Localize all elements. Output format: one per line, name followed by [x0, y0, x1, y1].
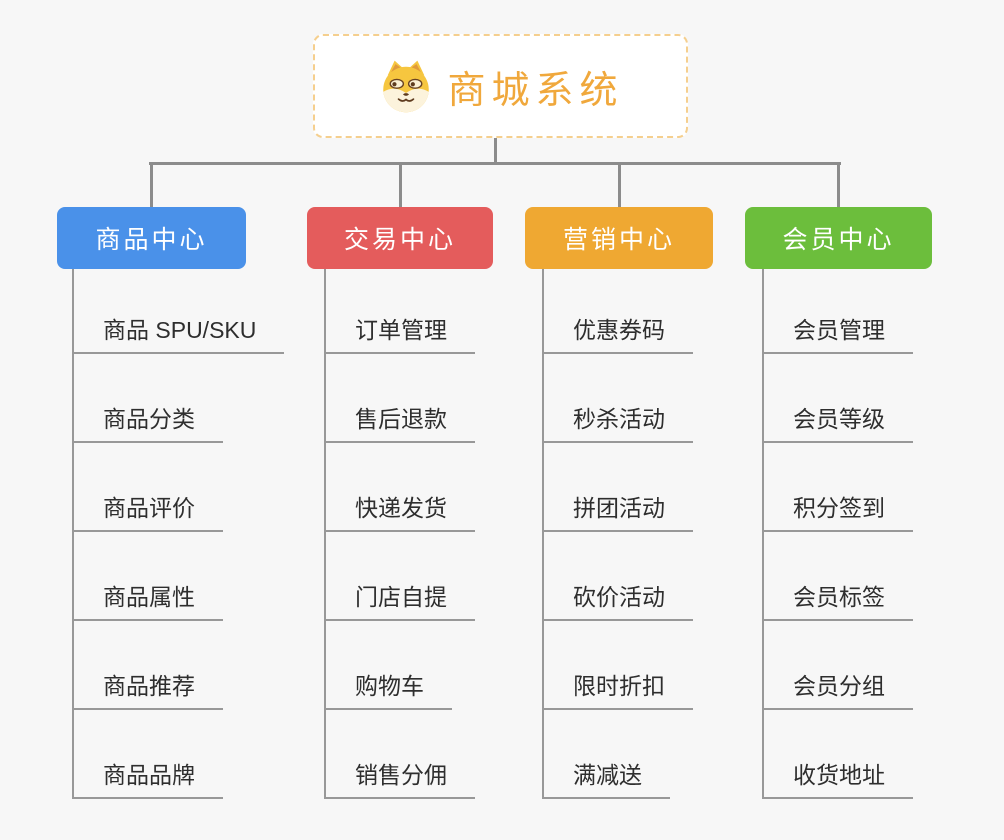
- leaf-row: 商品 SPU/SKU: [72, 265, 285, 354]
- leaf-node[interactable]: 秒杀活动: [542, 400, 693, 443]
- branch-drop-line-2: [399, 162, 402, 208]
- leaf-node[interactable]: 购物车: [324, 667, 452, 710]
- leaf-node[interactable]: 订单管理: [324, 311, 475, 354]
- leaf-node[interactable]: 会员分组: [762, 667, 913, 710]
- leaf-node[interactable]: 会员标签: [762, 578, 913, 621]
- root-title: 商城系统: [447, 69, 624, 112]
- leaf-node[interactable]: 会员管理: [762, 311, 913, 354]
- leaf-row: 订单管理: [324, 265, 475, 354]
- leaf-node[interactable]: 满减送: [542, 756, 670, 799]
- leaf-row: 会员等级: [762, 354, 913, 443]
- leaf-row: 售后退款: [324, 354, 475, 443]
- branch-node-2[interactable]: 交易中心: [307, 207, 493, 269]
- leaf-node[interactable]: 会员等级: [762, 400, 913, 443]
- leaf-row: 秒杀活动: [542, 354, 693, 443]
- leaf-row: 会员管理: [762, 265, 913, 354]
- branch-children-column-2: 订单管理售后退款快递发货门店自提购物车销售分佣: [324, 265, 475, 799]
- leaf-node[interactable]: 砍价活动: [542, 578, 693, 621]
- leaf-node[interactable]: 销售分佣: [324, 756, 475, 799]
- leaf-row: 拼团活动: [542, 443, 693, 532]
- leaf-row: 优惠券码: [542, 265, 693, 354]
- root-drop-line: [494, 138, 497, 163]
- branch-node-1[interactable]: 商品中心: [57, 207, 246, 269]
- branch-node-3[interactable]: 营销中心: [525, 207, 713, 269]
- leaf-row: 商品评价: [72, 443, 284, 532]
- leaf-row: 会员标签: [762, 532, 913, 621]
- branch-children-column-4: 会员管理会员等级积分签到会员标签会员分组收货地址: [762, 265, 913, 799]
- branch-label: 营销中心: [562, 226, 675, 254]
- branch-label: 商品中心: [95, 226, 208, 254]
- leaf-node[interactable]: 商品品牌: [72, 756, 223, 799]
- leaf-node[interactable]: 门店自提: [324, 578, 475, 621]
- leaf-node[interactable]: 积分签到: [762, 489, 913, 532]
- leaf-node[interactable]: 商品评价: [72, 489, 223, 532]
- leaf-node[interactable]: 快递发货: [324, 489, 475, 532]
- leaf-row: 门店自提: [324, 532, 475, 621]
- leaf-node[interactable]: 商品分类: [72, 400, 223, 443]
- branch-drop-line-3: [618, 162, 621, 208]
- branch-label: 会员中心: [782, 226, 895, 254]
- leaf-node[interactable]: 售后退款: [324, 400, 475, 443]
- root-node-mall-system[interactable]: 商城系统: [313, 34, 688, 138]
- leaf-node[interactable]: 商品属性: [72, 578, 223, 621]
- leaf-node[interactable]: 商品推荐: [72, 667, 223, 710]
- leaf-node[interactable]: 优惠券码: [542, 311, 693, 354]
- leaf-row: 限时折扣: [542, 621, 693, 710]
- branch-children-column-1: 商品 SPU/SKU 商品分类商品评价商品属性商品推荐商品品牌: [72, 265, 285, 799]
- leaf-row: 商品品牌: [72, 710, 284, 799]
- branch-node-4[interactable]: 会员中心: [745, 207, 932, 269]
- leaf-row: 收货地址: [762, 710, 913, 799]
- leaf-row: 会员分组: [762, 621, 913, 710]
- leaf-row: 砍价活动: [542, 532, 693, 621]
- leaf-row: 满减送: [542, 710, 693, 799]
- leaf-row: 商品属性: [72, 532, 284, 621]
- leaf-row: 购物车: [324, 621, 475, 710]
- leaf-row: 商品分类: [72, 354, 284, 443]
- leaf-row: 商品推荐: [72, 621, 284, 710]
- branch-label: 交易中心: [343, 226, 456, 254]
- leaf-node[interactable]: 商品 SPU/SKU: [72, 311, 285, 354]
- branch-children-column-3: 优惠券码秒杀活动拼团活动砍价活动限时折扣满减送: [542, 265, 693, 799]
- leaf-row: 积分签到: [762, 443, 913, 532]
- leaf-node[interactable]: 收货地址: [762, 756, 913, 799]
- branch-drop-line-1: [150, 162, 153, 208]
- leaf-node[interactable]: 拼团活动: [542, 489, 693, 532]
- branch-hbar-line: [149, 162, 841, 165]
- branch-drop-line-4: [837, 162, 840, 208]
- dog-face-icon: [377, 58, 435, 114]
- leaf-row: 销售分佣: [324, 710, 475, 799]
- leaf-node[interactable]: 限时折扣: [542, 667, 693, 710]
- leaf-row: 快递发货: [324, 443, 475, 532]
